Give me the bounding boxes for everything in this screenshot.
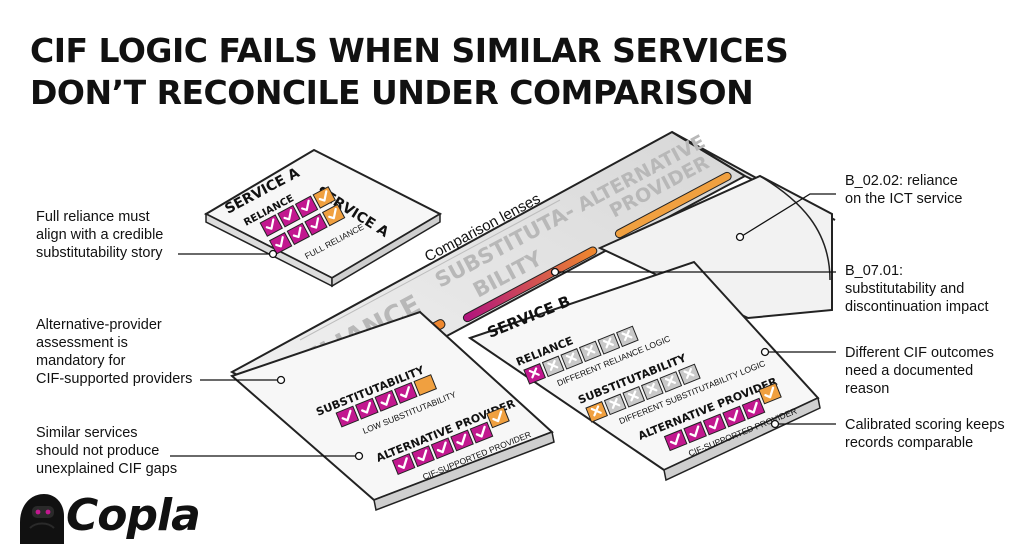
leader-lines (170, 193, 836, 461)
annotation-b-07-01: B_07.01: substitutability and discontinu… (845, 263, 989, 315)
lens-strip-extension (671, 131, 836, 221)
service-b-substitutability-boxes (585, 363, 701, 423)
annotation-alternative-provider: Alternative-provider assessment is manda… (36, 317, 193, 387)
service-a-card-back: SERVICE A SERVICE A RELIANCE FULL RELIAN… (203, 148, 443, 288)
service-a-card-front: SUBSTITUTABILITY LOW SUBSTITUTABILITY AL… (230, 310, 555, 512)
service-a-substitutability-boxes (335, 374, 438, 428)
lens-alt-provider-bar (614, 171, 732, 239)
lens-substitutability-bar (462, 246, 598, 323)
annotation-full-reliance: Full reliance must align with a credible… (36, 209, 164, 261)
logo-text: Copla (66, 490, 201, 541)
service-a-alt-provider-boxes (391, 406, 510, 476)
service-b-reliance-boxes (523, 325, 639, 385)
service-b-alt-provider-boxes (663, 382, 782, 452)
annotation-b-02-02: B_02.02: reliance on the ICT service (845, 173, 963, 207)
service-b-card: SERVICE B RELIANCE DIFFERENT RELIANCE LO… (467, 260, 821, 482)
annotation-different-cif-outcomes: Different CIF outcomes need a documented… (845, 345, 994, 397)
title-line-2: DON’T RECONCILE UNDER COMPARISON (30, 73, 754, 112)
title-line-1: CIF LOGIC FAILS WHEN SIMILAR SERVICES (30, 31, 789, 70)
gorilla-mascot-icon (20, 494, 64, 544)
copla-logo: Copla (14, 488, 224, 548)
annotation-calibrated-scoring: Calibrated scoring keeps records compara… (845, 417, 1005, 451)
page-title: CIF LOGIC FAILS WHEN SIMILAR SERVICES DO… (30, 30, 930, 114)
annotation-similar-services: Similar services should not produce unex… (36, 425, 178, 477)
service-a-reliance-boxes (259, 186, 346, 255)
